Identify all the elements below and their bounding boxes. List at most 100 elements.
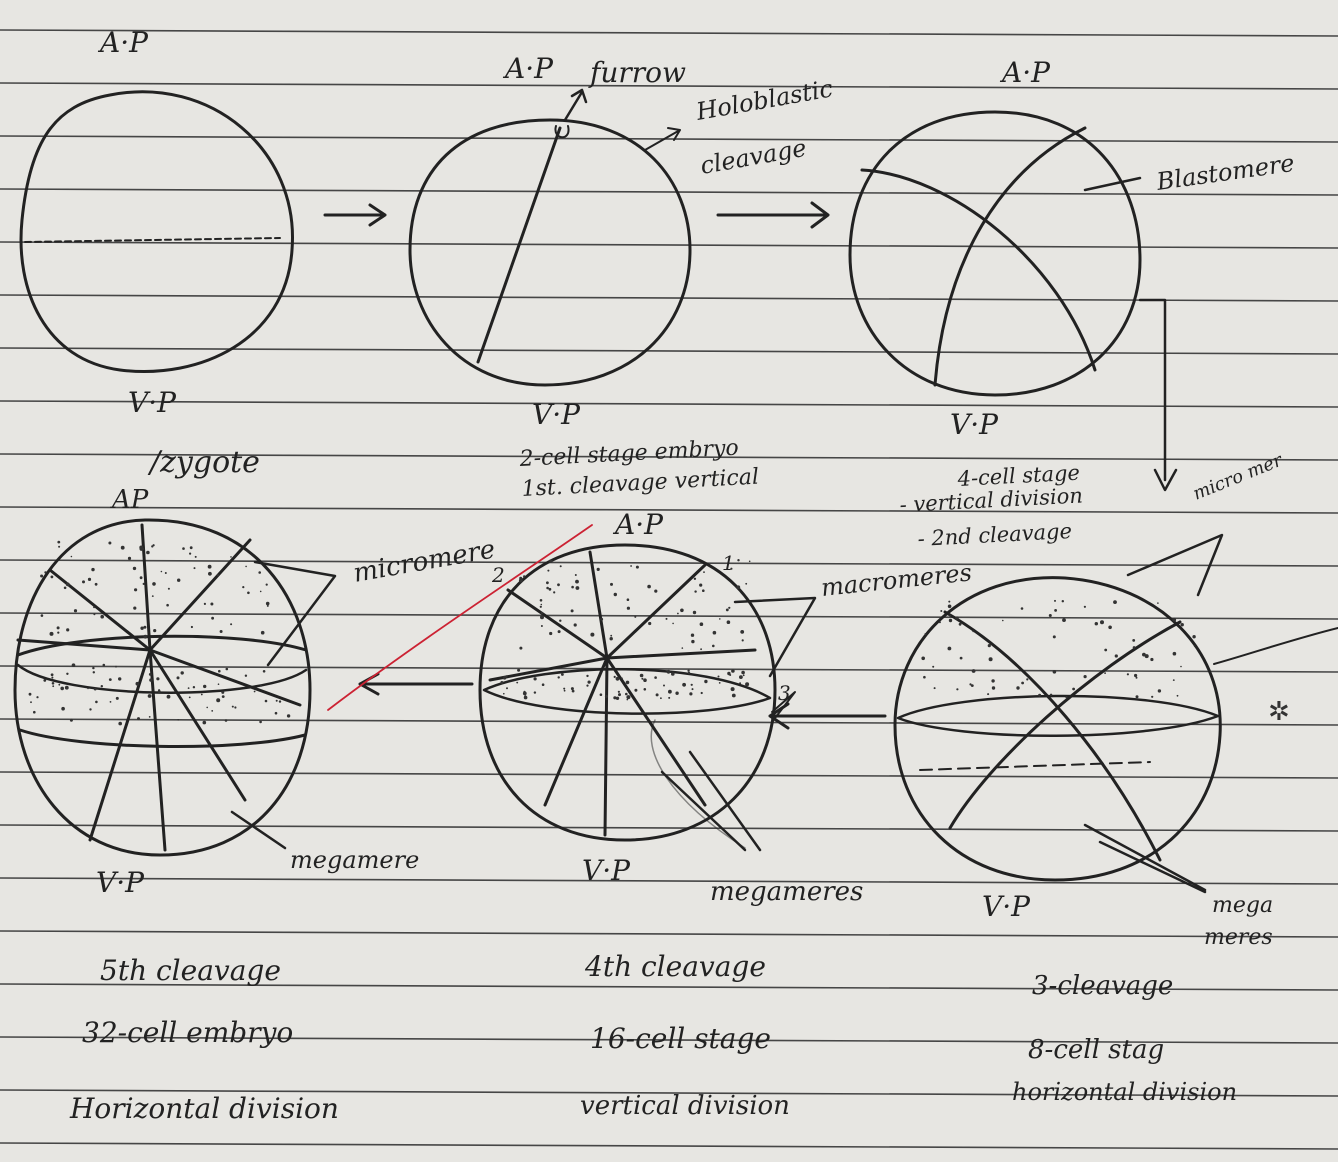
furrow-label: furrow: [588, 56, 686, 89]
stipple-dot: [704, 679, 708, 684]
stipple-dot: [87, 577, 92, 582]
stipple-dot: [575, 586, 580, 590]
stipple-dot: [1083, 675, 1087, 679]
stipple-dot: [692, 610, 697, 615]
four-cell-vp-label: V·P: [950, 408, 999, 441]
stipple-dot: [193, 567, 196, 570]
stipple-dot: [87, 687, 89, 690]
eight-cell-drawing: [893, 533, 1338, 894]
stipple-dot: [167, 587, 170, 590]
stipple-dot: [153, 629, 157, 633]
thirty-two-cell-spoke-6: [148, 648, 167, 852]
stipple-dot: [731, 669, 735, 673]
stipple-dot: [557, 630, 561, 634]
stipple-dot: [539, 599, 543, 602]
stipple-dot: [1135, 695, 1139, 699]
stipple-dot: [60, 686, 64, 691]
stipple-dot: [1134, 673, 1138, 678]
ruled-line: [0, 1142, 1338, 1150]
stipple-dot: [230, 556, 232, 558]
stipple-dot: [56, 626, 60, 630]
stipple-dot: [639, 673, 644, 678]
stipple-dot: [604, 694, 608, 698]
stipple-dot: [940, 610, 943, 612]
stipple-dot: [742, 674, 745, 677]
thirty-two-cell-spoke-4: [16, 638, 152, 652]
stipple-dot: [253, 690, 256, 693]
stipple-dot: [92, 666, 95, 670]
stipple-dot: [557, 676, 560, 679]
sixteen-cell-caption: 4th cleavage: [584, 950, 766, 983]
first-cleavage-line: [476, 126, 562, 364]
stipple-dot: [65, 582, 70, 587]
stipple-dot: [164, 572, 167, 574]
ruled-line: [0, 824, 1338, 832]
ruled-line: [0, 294, 1338, 302]
stipple-dot: [219, 630, 223, 633]
stipple-dot: [40, 614, 44, 617]
eight-cell-dashed-line: [919, 761, 1151, 771]
zygote-drawing: [19, 90, 294, 373]
stipple-dot: [135, 681, 140, 686]
stipple-dot: [626, 695, 631, 700]
two-cell-caption-line2: 1st. cleavage vertical: [521, 465, 760, 502]
stipple-dot: [666, 669, 671, 674]
ruled-line: [0, 1036, 1338, 1044]
stipple-dot: [1094, 622, 1099, 626]
megameres-8-label-line2: meres: [1204, 925, 1273, 950]
stipple-dot: [180, 671, 184, 675]
stipple-dot: [739, 675, 743, 679]
stipple-dot: [57, 631, 60, 634]
thirty-two-cell-vp-label: V·P: [96, 866, 145, 899]
stipple-dot: [991, 679, 995, 683]
thirty-two-cell-spoke-8: [148, 648, 302, 707]
stipple-dot: [275, 699, 278, 702]
arrow-2cell-to-4cell: [716, 201, 830, 229]
stipple-dot: [712, 644, 715, 648]
stipple-dot: [665, 617, 668, 620]
stipple-dot: [740, 630, 745, 634]
stipple-dot: [216, 574, 219, 577]
stipple-dot: [924, 633, 927, 635]
stipple-dot: [1054, 599, 1056, 602]
stipple-dot: [1180, 665, 1182, 668]
stipple-dot: [217, 683, 220, 685]
ruled-lines: [0, 29, 1338, 1150]
stipple-dot: [152, 582, 156, 586]
stipple-dot: [115, 696, 119, 700]
stipple-dot: [574, 574, 577, 576]
micromere-top-label: micro mer: [1190, 449, 1287, 504]
stipple-dot: [987, 693, 990, 696]
stipple-dot: [596, 567, 600, 572]
stipple-dot: [93, 606, 96, 609]
eight-cell-side-pointer: [1213, 627, 1338, 665]
stipple-dot: [28, 692, 32, 696]
stipple-dot: [259, 590, 262, 593]
stipple-dot: [234, 706, 237, 709]
stipple-dot: [540, 603, 543, 606]
stipple-dot: [516, 681, 519, 684]
stipple-dot: [571, 585, 574, 589]
four-cell-ap-label: A·P: [999, 56, 1051, 89]
stipple-dot: [533, 691, 537, 694]
ruled-line: [0, 718, 1338, 726]
blastomere-pointer: [1083, 176, 1142, 192]
stipple-dot: [687, 671, 691, 675]
micromere-label: micromere: [351, 534, 498, 588]
stipple-dot: [1100, 620, 1104, 625]
stipple-dot: [147, 694, 152, 698]
stipple-dot: [137, 717, 140, 721]
stipple-dot: [932, 665, 935, 668]
stipple-dot: [260, 630, 265, 635]
ruled-line: [0, 347, 1338, 355]
holoblastic-pointer: [644, 127, 681, 151]
macromeres-pointer: [733, 596, 817, 678]
stipple-dot: [618, 693, 621, 697]
stipple-dot: [635, 565, 639, 569]
zygote-equator: [24, 237, 281, 243]
stipple-dot: [728, 606, 731, 609]
stipple-dot: [718, 682, 721, 684]
megameres-16-pointer-2: [688, 750, 762, 852]
stipple-dot: [540, 615, 544, 620]
stipple-dot: [630, 565, 632, 567]
